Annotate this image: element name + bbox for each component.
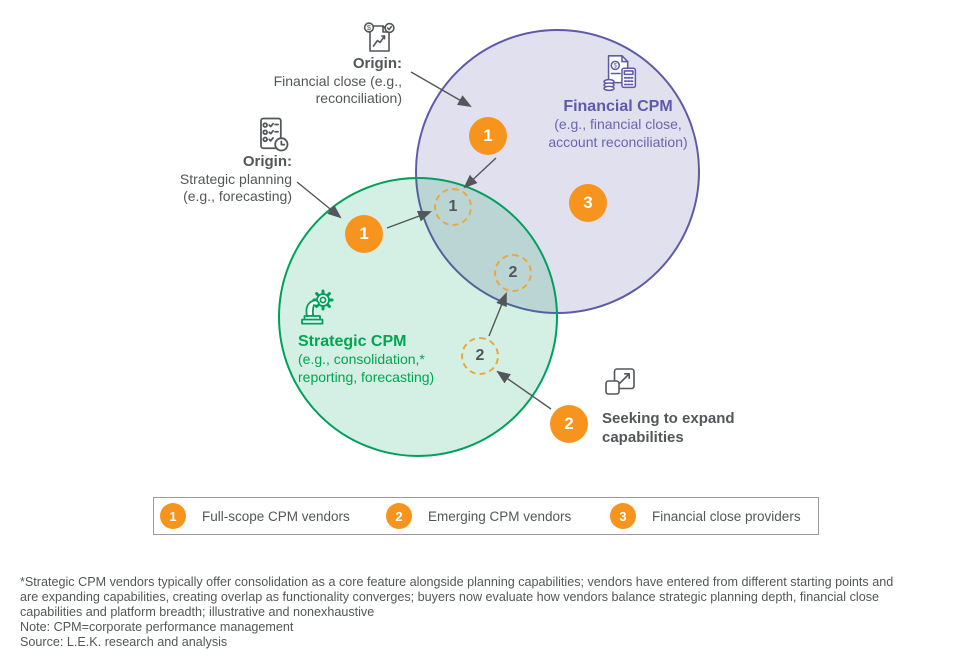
seeking-line2: capabilities [602, 428, 684, 446]
legend-badge-3: 3 [610, 503, 636, 529]
strategic-cpm-line1: (e.g., consolidation,* [298, 351, 425, 367]
legend-label-3: Financial close providers [652, 508, 801, 524]
origin-strategic-line1: Strategic planning [179, 170, 292, 187]
legend-item-emerging: 2 Emerging CPM vendors [386, 503, 571, 529]
footnote-line-1: *Strategic CPM vendors typically offer c… [20, 575, 894, 589]
expand-capabilities-icon [605, 368, 635, 395]
footnote-line-2: are expanding capabilities, creating ove… [20, 590, 880, 604]
origin-financial-line2: reconciliation) [315, 90, 402, 106]
footnote-note: Note: CPM=corporate performance manageme… [20, 620, 294, 634]
target-overlap-full-scope: 1 [434, 188, 472, 226]
financial-cpm-calculator-icon: $ [603, 55, 637, 92]
legend-badge-2: 2 [386, 503, 412, 529]
strategic-planning-checklist-icon [260, 117, 289, 152]
legend-label-1: Full-scope CPM vendors [202, 508, 350, 524]
seeking-to-expand-label: Seeking to expand capabilities [602, 410, 735, 447]
marker-full-scope-financial: 1 [469, 117, 507, 155]
legend-label-2: Emerging CPM vendors [428, 508, 572, 524]
origin-strategic-title: Origin: [242, 153, 292, 170]
marker-seeking-emerging: 2 [550, 405, 588, 443]
strategic-cpm-label: Strategic CPM (e.g., consolidation,* rep… [298, 332, 434, 386]
origin-financial-line1: Financial close (e.g., [273, 72, 402, 89]
origin-financial-label: Origin: Financial close (e.g., reconcili… [274, 55, 402, 108]
target-outside-emerging: 2 [461, 337, 499, 375]
footnote-line-3: capabilities and platform breadth; illus… [20, 605, 375, 619]
strategic-cpm-knight-gear-icon [301, 289, 334, 325]
footnote-block: *Strategic CPM vendors typically offer c… [20, 575, 965, 650]
footnote-source: Source: L.E.K. research and analysis [20, 635, 228, 649]
origin-financial-title: Origin: [352, 55, 402, 72]
marker-financial-close-providers: 3 [569, 184, 607, 222]
financial-cpm-title: Financial CPM [563, 98, 673, 115]
legend-item-financial-close: 3 Financial close providers [610, 503, 801, 529]
legend-item-full-scope: 1 Full-scope CPM vendors [160, 503, 350, 529]
marker-full-scope-strategic: 1 [345, 215, 383, 253]
financial-cpm-line2: account reconciliation) [548, 133, 688, 150]
financial-cpm-label: Financial CPM (e.g., financial close, ac… [518, 97, 718, 151]
financial-close-document-icon: $ [363, 22, 395, 52]
svg-text:$: $ [367, 25, 371, 32]
strategic-cpm-title: Strategic CPM [298, 333, 407, 350]
origin-strategic-label: Origin: Strategic planning (e.g., foreca… [180, 153, 292, 206]
svg-text:$: $ [614, 63, 618, 70]
financial-cpm-line1: (e.g., financial close, [554, 116, 682, 132]
legend-box [153, 497, 819, 535]
origin-strategic-line2: (e.g., forecasting) [183, 188, 292, 204]
target-overlap-emerging: 2 [494, 254, 532, 292]
seeking-line1: Seeking to expand [602, 410, 735, 427]
strategic-cpm-line2: reporting, forecasting) [298, 368, 435, 385]
legend-badge-1: 1 [160, 503, 186, 529]
